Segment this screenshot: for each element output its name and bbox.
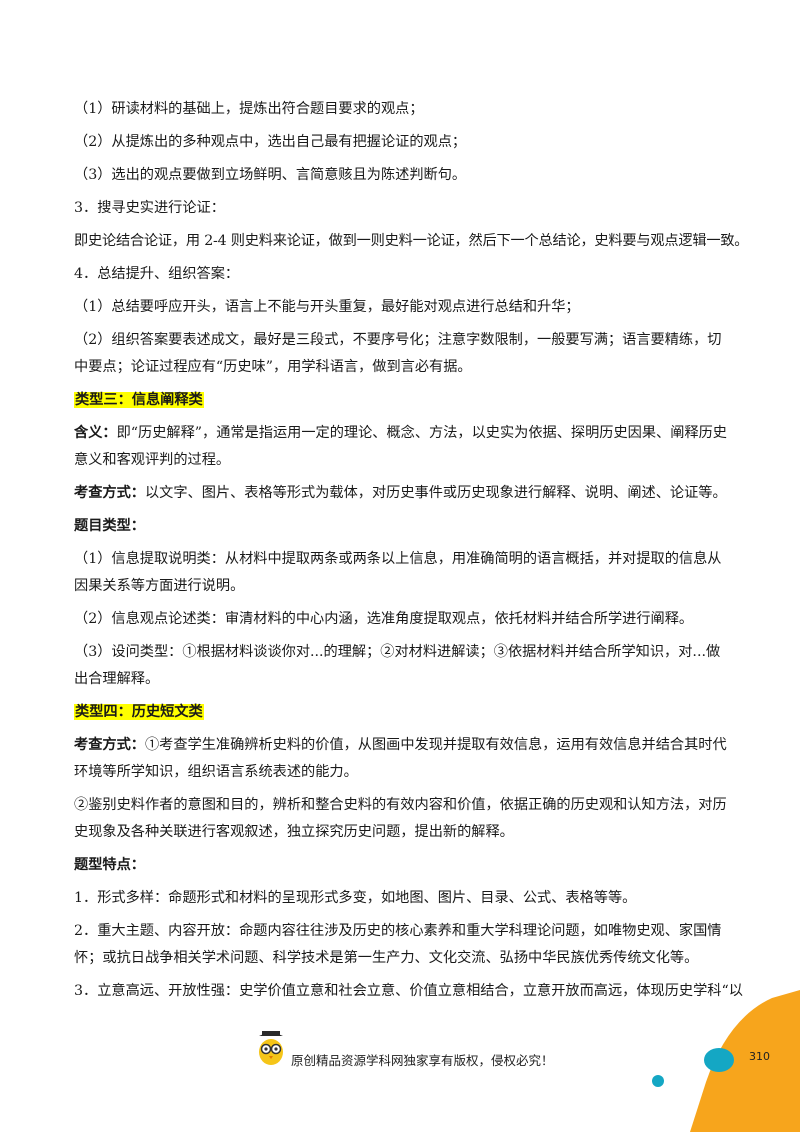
text-line: （1）总结要呼应开头，语言上不能与开头重复，最好能对观点进行总结和升华； [74,299,580,315]
text-line: （2）信息观点论述类：审清材料的中心内涵，选准角度提取观点，依托材料并结合所学进… [74,611,694,627]
paragraph: 2．重大主题、内容开放：命题内容往往涉及历史的核心素养和重大学科理论问题，如唯物… [74,923,722,966]
text-line: 即史论结合论证，用 2-4 则史料来论证，做到一则史料一论证，然后下一个总结论，… [74,233,749,249]
section-heading: 类型三：信息阐释类 [74,387,734,414]
paragraph: 含义：即“历史解释”，通常是指运用一定的理论、概念、方法，以史实为依据、探明历史… [74,420,734,474]
paragraph: （2）组织答案要表述成文，最好是三段式，不要序号化；注意字数限制，一般要写满；语… [74,332,722,375]
orange-wave-shape [690,990,800,1132]
document-body: （1）研读材料的基础上，提炼出符合题目要求的观点； （2）从提炼出的多种观点中，… [74,96,749,1011]
page-number: 310 [749,1050,770,1063]
text-line: 4．总结提升、组织答案： [74,266,240,282]
paragraph-text: 以文字、图片、表格等形式为载体，对历史事件或历史现象进行解释、说明、阐述、论证等… [144,485,727,501]
teal-circle-small [652,1075,664,1087]
label-features: 题型特点： [74,857,145,873]
text-line: （3）选出的观点要做到立场鲜明、言简意赅且为陈述判断句。 [74,167,467,183]
paragraph: （1）信息提取说明类：从材料中提取两条或两条以上信息，用准确简明的语言概括，并对… [74,551,722,594]
section-heading: 类型四：历史短文类 [74,699,734,726]
footer-copyright: 原创精品资源学科网独家享有版权，侵权必究！ [291,1053,554,1068]
label-exam-method: 考查方式： [74,737,145,753]
section-heading-type4: 类型四：历史短文类 [74,704,204,720]
paragraph-text: 即“历史解释”，通常是指运用一定的理论、概念、方法，以史实为依据、探明历史因果、… [74,425,727,468]
paragraph: ②鉴别史料作者的意图和目的，辨析和整合史料的有效内容和价值，依据正确的历史观和认… [74,797,727,840]
text-line: 题型特点： [74,852,734,879]
paragraph-text: ①考查学生准确辨析史料的价值，从图画中发现并提取有效信息，运用有效信息并结合其时… [74,737,727,780]
owl-mascot-icon [259,1031,283,1065]
label-question-types: 题目类型： [74,518,145,534]
text-line: 1．形式多样：命题形式和材料的呈现形式多变，如地图、图片、目录、公式、表格等等。 [74,890,637,906]
teal-circle-large [704,1048,734,1072]
label-exam-method: 考查方式： [74,485,145,501]
label-meaning: 含义： [74,425,117,441]
text-line: （2）从提炼出的多种观点中，选出自己最有把握论证的观点； [74,134,467,150]
text-line: 题目类型： [74,513,734,540]
text-line: （1）研读材料的基础上，提炼出符合题目要求的观点； [74,101,424,117]
text-line: 3．立意高远、开放性强：史学价值立意和社会立意、价值立意相结合，立意开放而高远，… [74,983,743,999]
text-line: 3．搜寻史实进行论证： [74,200,225,216]
section-heading-type3: 类型三：信息阐释类 [74,392,204,408]
paragraph: 考查方式：①考查学生准确辨析史料的价值，从图画中发现并提取有效信息，运用有效信息… [74,732,734,786]
paragraph: （3）设问类型：①根据材料谈谈你对...的理解；②对材料进解读；③依据材料并结合… [74,644,721,687]
text-line: 考查方式：以文字、图片、表格等形式为载体，对历史事件或历史现象进行解释、说明、阐… [74,480,734,507]
